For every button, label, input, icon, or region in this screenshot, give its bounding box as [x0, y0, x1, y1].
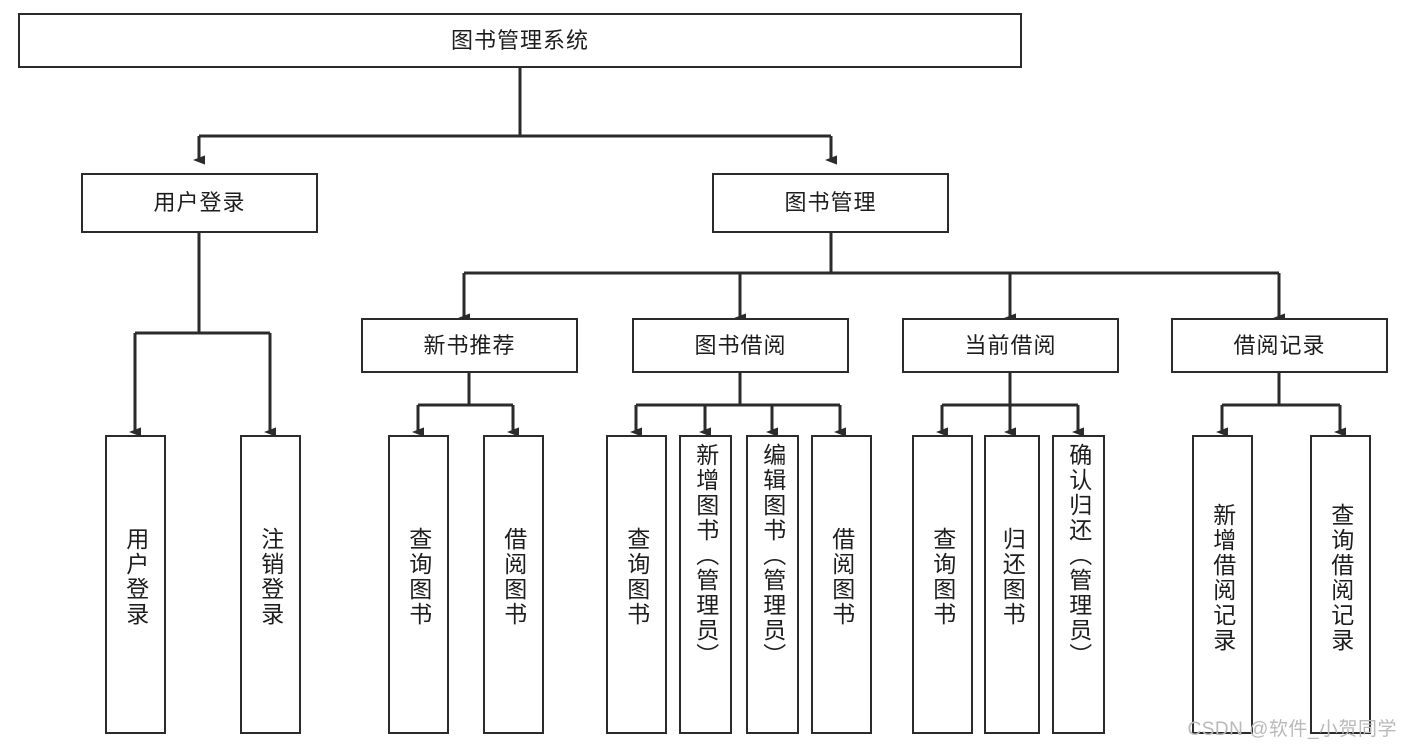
node-label: 查询图书 — [929, 527, 956, 627]
node-label: 用户登录 — [122, 527, 149, 627]
leaf-new-book-borrow-books[interactable]: 借阅图书 — [483, 435, 544, 734]
leaf-user-login-logout[interactable]: 注销登录 — [240, 435, 301, 734]
node-label: 图书管理系统 — [450, 27, 589, 53]
node-label: 查询借阅记录 — [1327, 503, 1354, 653]
leaf-user-login-login[interactable]: 用户登录 — [105, 435, 166, 734]
node-label: 借阅记录 — [1233, 332, 1326, 358]
node-label: 确认归还（管理员） — [1065, 443, 1092, 668]
node-root-book-management-system[interactable]: 图书管理系统 — [18, 13, 1022, 68]
node-label: 归还图书 — [999, 527, 1026, 627]
node-label: 查询图书 — [623, 527, 650, 627]
node-book-management[interactable]: 图书管理 — [712, 173, 949, 233]
leaf-borrow-add-book-admin[interactable]: 新增图书（管理员） — [679, 435, 732, 734]
node-label: 当前借阅 — [964, 332, 1057, 358]
node-borrowing-record[interactable]: 借阅记录 — [1171, 318, 1388, 373]
leaf-record-add-record[interactable]: 新增借阅记录 — [1192, 435, 1253, 734]
leaf-current-confirm-return-admin[interactable]: 确认归还（管理员） — [1052, 435, 1105, 734]
leaf-borrow-query-books[interactable]: 查询图书 — [606, 435, 667, 734]
watermark: CSDN @软件_小贺同学 — [1187, 719, 1397, 740]
leaf-current-return-books[interactable]: 归还图书 — [984, 435, 1040, 734]
node-label: 图书借阅 — [694, 332, 787, 358]
leaf-borrow-edit-book-admin[interactable]: 编辑图书（管理员） — [746, 435, 799, 734]
node-label: 注销登录 — [257, 527, 284, 627]
node-user-login[interactable]: 用户登录 — [81, 173, 318, 233]
node-new-book-recommendation[interactable]: 新书推荐 — [361, 318, 578, 373]
node-book-borrowing[interactable]: 图书借阅 — [632, 318, 849, 373]
node-label: 用户登录 — [153, 190, 246, 215]
node-label: 借阅图书 — [500, 527, 527, 627]
node-label: 新增图书（管理员） — [692, 443, 719, 668]
node-label: 编辑图书（管理员） — [759, 443, 786, 668]
node-current-borrowing[interactable]: 当前借阅 — [902, 318, 1119, 373]
leaf-current-query-books[interactable]: 查询图书 — [912, 435, 973, 734]
node-label: 查询图书 — [405, 527, 432, 627]
leaf-record-query-record[interactable]: 查询借阅记录 — [1310, 435, 1371, 734]
leaf-borrow-borrow-books[interactable]: 借阅图书 — [811, 435, 872, 734]
node-label: 新增借阅记录 — [1209, 503, 1236, 653]
node-label: 借阅图书 — [828, 527, 855, 627]
node-label: 新书推荐 — [423, 332, 516, 358]
node-label: 图书管理 — [784, 190, 877, 215]
leaf-new-book-query-books[interactable]: 查询图书 — [388, 435, 449, 734]
